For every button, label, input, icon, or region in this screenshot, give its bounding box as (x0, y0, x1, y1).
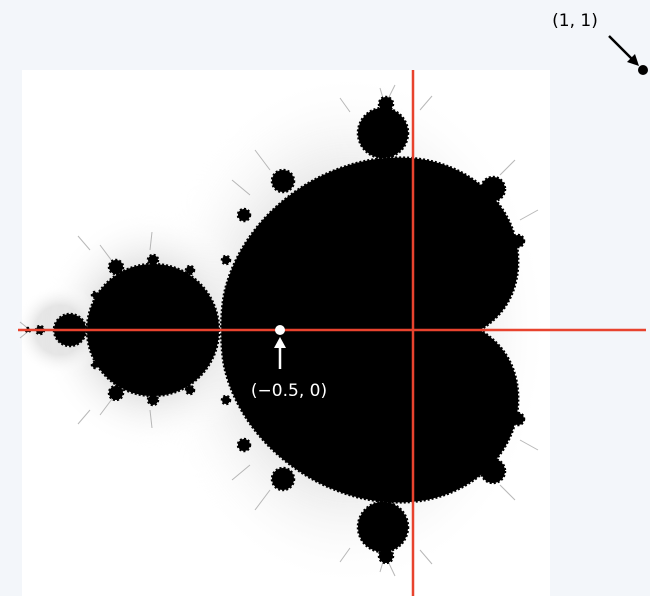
center-point-label: (−0.5, 0) (251, 381, 327, 401)
corner-point-marker (638, 65, 648, 75)
corner-point-arrow-shaft (608, 35, 635, 62)
center-point-arrow-head (274, 337, 286, 348)
corner-point-arrow-head (627, 54, 639, 66)
corner-point-label: (1, 1) (552, 11, 598, 31)
top-bulb (356, 106, 410, 160)
bottom-bulb (356, 500, 410, 554)
center-point-marker (275, 325, 285, 335)
